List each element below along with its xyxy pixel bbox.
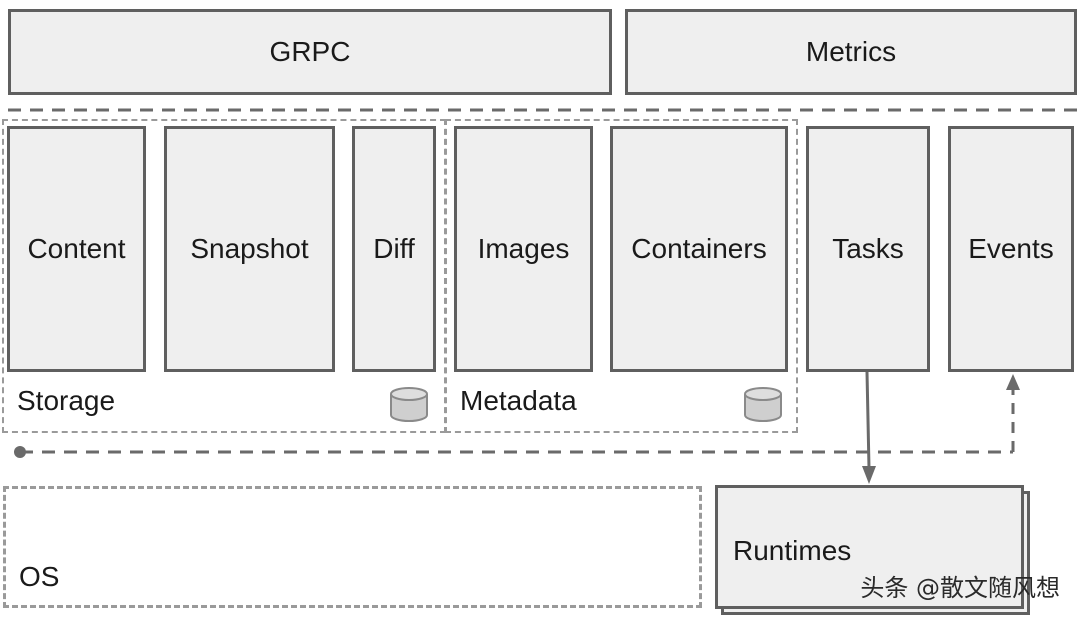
runtimes-arrowhead (862, 466, 876, 484)
events-label: Events (968, 233, 1054, 264)
os-region (3, 486, 702, 608)
images-box: Images (454, 126, 593, 372)
snapshot-label: Snapshot (190, 233, 309, 264)
database-icon (744, 387, 782, 422)
storage-label: Storage (17, 385, 116, 416)
containers-box: Containers (610, 126, 788, 372)
watermark-text: 头条 @散文随风想 (860, 574, 1060, 602)
runtimes-label: Runtimes (733, 535, 852, 566)
os-label: OS (19, 561, 60, 592)
diff-label: Diff (373, 233, 415, 264)
images-label: Images (477, 233, 570, 264)
events-box: Events (948, 126, 1074, 372)
metadata-label: Metadata (460, 385, 577, 416)
content-box: Content (7, 126, 146, 372)
tasks-box: Tasks (806, 126, 930, 372)
metrics-box: Metrics (625, 9, 1077, 95)
metrics-label: Metrics (805, 36, 897, 67)
snapshot-box: Snapshot (164, 126, 335, 372)
tasks-runtimes-line (865, 371, 871, 469)
runtimes-box: Runtimes (715, 485, 1024, 609)
content-label: Content (27, 233, 126, 264)
grpc-label: GRPC (269, 36, 351, 67)
diff-box: Diff (352, 126, 436, 372)
metadata-group (445, 119, 798, 433)
grpc-box: GRPC (8, 9, 612, 95)
tasks-label: Tasks (832, 233, 904, 264)
events-arrowhead (1006, 374, 1020, 390)
containers-label: Containers (631, 233, 767, 264)
database-icon (390, 387, 428, 422)
